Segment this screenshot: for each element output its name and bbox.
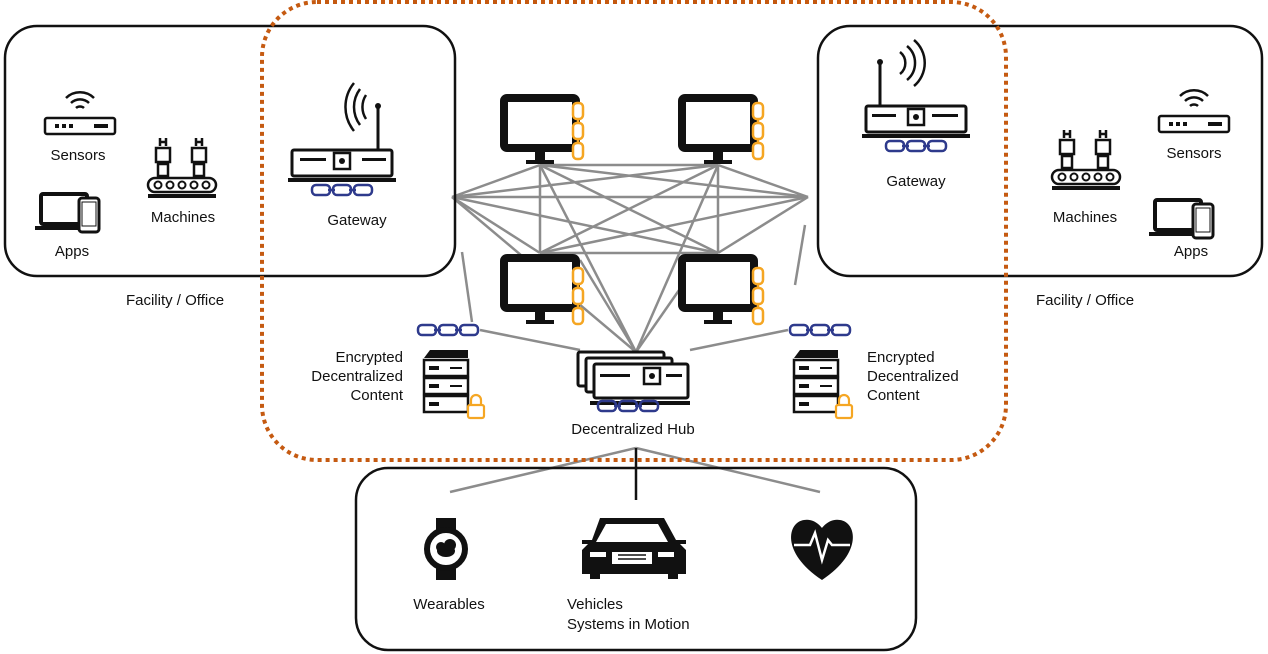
vehicles-label-2: Systems in Motion [567, 616, 690, 633]
sensors-label-left: Sensors [50, 147, 105, 164]
gateway-label-left: Gateway [327, 212, 387, 229]
facility-label-right: Facility / Office [1036, 292, 1134, 309]
blockchain-chain-icon [571, 101, 585, 161]
mesh-connections [449, 163, 821, 494]
blockchain-chain-icon [751, 101, 765, 161]
content-label-left-2: Decentralized [311, 368, 403, 385]
content-label-right-3: Content [867, 387, 920, 404]
sensors-label-right: Sensors [1166, 145, 1221, 162]
gateway-label-right: Gateway [886, 173, 946, 190]
router-icon [43, 91, 117, 136]
network-boundary [260, 0, 1008, 462]
blockchain-chain-icon [751, 266, 765, 326]
blockchain-chain-icon [788, 323, 852, 337]
car-icon [582, 518, 686, 579]
apps-label-left: Apps [55, 243, 89, 260]
gateway-icon [286, 82, 398, 197]
content-label-right-1: Encrypted [867, 349, 935, 366]
blockchain-chain-icon [571, 266, 585, 326]
machines-label-left: Machines [151, 209, 215, 226]
monitor-node-icon [682, 258, 765, 326]
heart-icon [791, 519, 853, 580]
machines-label-right: Machines [1053, 209, 1117, 226]
facility-label-left: Facility / Office [126, 292, 224, 309]
robot-arm-icon [146, 136, 218, 200]
hub-label: Decentralized Hub [571, 421, 694, 438]
monitor-node-icon [504, 98, 585, 164]
blockchain-chain-icon [416, 323, 480, 337]
facility-box-right [816, 24, 1264, 278]
facility-box-left [3, 24, 457, 278]
wearables-label: Wearables [413, 596, 484, 613]
lock-icon [834, 393, 854, 420]
gateway-icon [860, 39, 972, 153]
lock-icon [466, 393, 486, 420]
vehicles-label-1: Vehicles [567, 596, 623, 613]
content-label-left-3: Content [350, 387, 403, 404]
monitor-node-icon [504, 258, 585, 326]
content-label-left-1: Encrypted [335, 349, 403, 366]
robot-arm-icon [1050, 128, 1122, 192]
smartwatch-icon [424, 518, 468, 580]
monitor-node-icon [682, 98, 765, 164]
mobile-systems-box [354, 466, 918, 652]
router-icon [1157, 89, 1231, 134]
mobile-devices-icon [33, 192, 101, 234]
mobile-devices-icon [1147, 198, 1215, 240]
server-rack-icon [792, 348, 840, 414]
server-rack-icon [422, 348, 470, 414]
apps-label-right: Apps [1174, 243, 1208, 260]
hub-icon [576, 350, 690, 413]
content-label-right-2: Decentralized [867, 368, 959, 385]
